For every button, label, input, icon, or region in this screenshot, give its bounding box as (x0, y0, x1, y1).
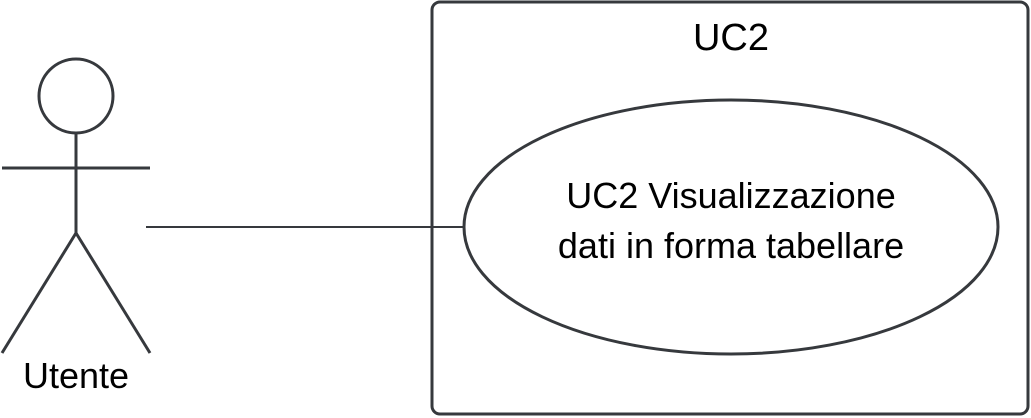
actor-label: Utente (23, 355, 129, 396)
use-case-label-line1: UC2 Visualizzazione (566, 175, 896, 216)
system-boundary-title: UC2 (693, 17, 769, 59)
actor-head (37, 57, 115, 135)
actor-utente: Utente (0, 57, 152, 396)
use-case-ellipse (462, 98, 1000, 356)
actor-right-leg (74, 232, 152, 354)
use-case-label-line2: dati in forma tabellare (558, 225, 904, 266)
use-case-uc2: UC2 Visualizzazione dati in forma tabell… (462, 98, 1000, 356)
actor-stick-figure-icon (0, 57, 152, 354)
system-boundary-box (430, 0, 1030, 416)
actor-left-leg (0, 232, 78, 354)
system-boundary: UC2 (430, 0, 1030, 416)
